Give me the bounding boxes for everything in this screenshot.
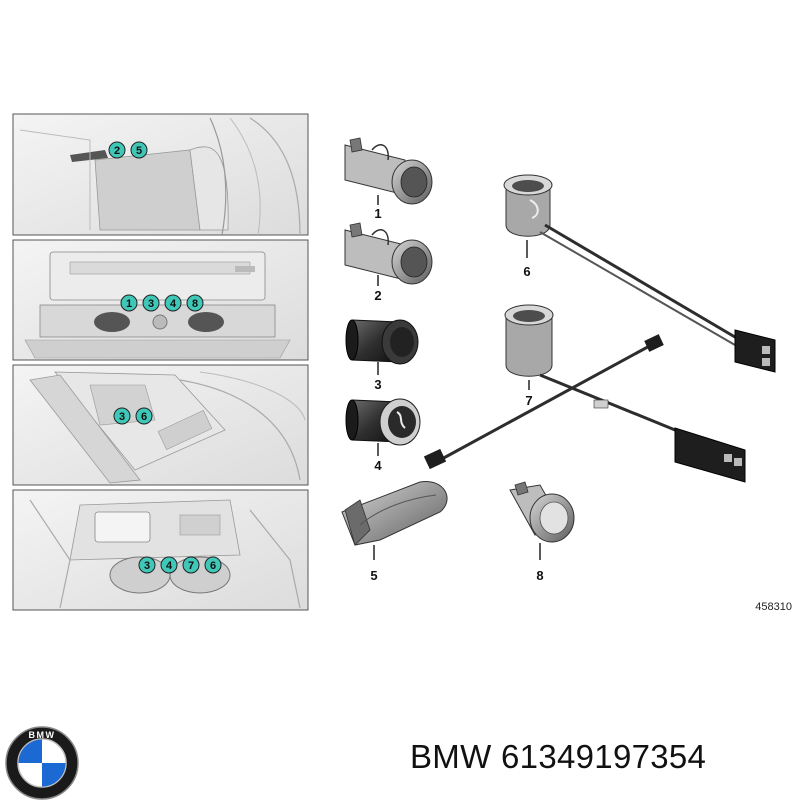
callout-badge: 4 [164,294,182,312]
callout-label: 8 [192,298,198,310]
part-2-socket-drawing [344,222,433,285]
callout-label: 1 [126,298,132,310]
callout-badge: 1 [120,294,138,312]
part-7-label: 7 [525,393,532,408]
callout-badge: 5 [130,141,148,159]
callout-badge: 8 [186,294,204,312]
callout-label: 3 [148,298,154,310]
part-5-cover-drawing [341,481,448,546]
location-panel-1 [12,113,309,236]
callout-badge: 6 [204,556,222,574]
part-number: 61349197354 [501,738,707,775]
callout-label: 4 [166,560,173,572]
diagram-code: 458310 [755,601,792,613]
callout-badge: 3 [113,407,131,425]
callout-badge: 7 [182,556,200,574]
callout-label: 3 [119,411,125,423]
panel-2-callouts: 1 3 4 8 [120,294,204,312]
callout-badge: 2 [108,141,126,159]
callout-label: 5 [136,145,142,157]
part-4-label: 4 [374,458,382,473]
bmw-logo-icon: BMW [5,726,79,800]
callout-badge: 6 [135,407,153,425]
callout-badge: 3 [142,294,160,312]
part-5-label: 5 [370,568,377,583]
callout-badge: 3 [138,556,156,574]
part-1-label: 1 [374,206,381,221]
callout-label: 2 [114,145,120,157]
callout-badge: 4 [160,556,178,574]
callout-label: 7 [188,560,194,572]
part-7-socket-with-harness-drawing [423,304,746,483]
callout-label: 4 [170,298,177,310]
part-3-plug-drawing [345,319,419,365]
part-8-label: 8 [536,568,543,583]
part-3-label: 3 [374,377,381,392]
brand-name: BMW [410,738,492,775]
part-4-lighter-drawing [345,398,421,446]
location-panel-3 [12,364,309,486]
callout-label: 6 [210,560,216,572]
part-2-label: 2 [374,288,381,303]
panel-1-callouts: 2 5 [108,141,148,159]
panel-4-callouts: 3 4 7 6 [138,556,222,574]
location-panel-2 [12,239,309,361]
callout-label: 6 [141,411,147,423]
part-6-socket-with-wire-drawing [503,174,776,373]
logo-letters: BMW [29,730,56,740]
panel-3-callouts: 3 6 [113,407,153,425]
location-panel-4 [12,489,309,611]
part-1-socket-drawing [344,137,433,205]
part-6-label: 6 [523,264,530,279]
part-caption: BMW 61349197354 [410,738,706,776]
callout-label: 3 [144,560,150,572]
part-8-socket-drawing [509,481,575,543]
